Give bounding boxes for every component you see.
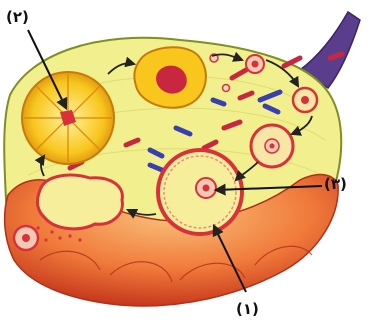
released-ovum	[14, 226, 38, 250]
callout-3-label: (٣)	[324, 175, 347, 193]
vesicular-follicle-small	[251, 125, 293, 167]
callout-2-label: (٢)	[6, 8, 29, 26]
secondary-follicle	[293, 88, 317, 112]
mature-follicle	[158, 150, 242, 234]
corpus-hemorrhagicum	[134, 47, 206, 107]
corpus-luteum	[22, 72, 114, 164]
callout-1-label: (١)	[236, 300, 259, 318]
primary-follicle	[246, 55, 264, 73]
